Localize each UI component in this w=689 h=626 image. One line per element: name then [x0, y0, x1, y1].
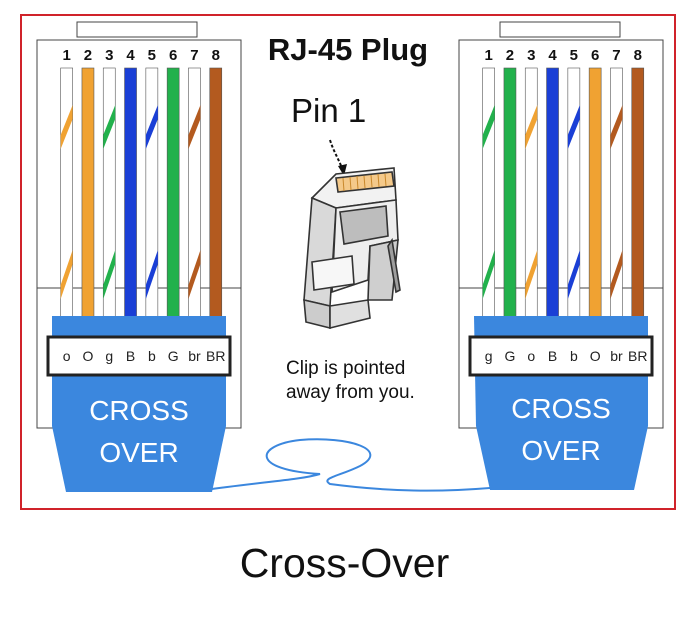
wire-pin-6 [166, 67, 180, 319]
boot-text-cross: CROSS [511, 393, 611, 424]
pin-number-5: 5 [570, 47, 578, 64]
diagram-title: RJ-45 Plug [268, 32, 428, 67]
wire-stripe-pin-3-2 [103, 250, 116, 299]
wire-stripe-pin-7-2 [610, 250, 623, 299]
wire-pin-2 [503, 67, 517, 319]
pin-number-3: 3 [105, 47, 113, 64]
wire-pin-4 [124, 67, 137, 319]
color-code-strip [468, 335, 654, 377]
pin-number-2: 2 [506, 47, 514, 64]
boot-text-cross: CROSS [89, 395, 189, 426]
pin-number-8: 8 [634, 47, 642, 64]
wire-stripe-pin-5-1 [145, 105, 158, 149]
wire-stripe-pin-3-1 [525, 105, 538, 149]
wire-group [60, 67, 223, 319]
cable-loop [204, 438, 491, 492]
color-code-pin-7: br [610, 348, 623, 364]
wire-group [482, 67, 645, 319]
wire-stripe-pin-7-1 [188, 105, 201, 149]
wire-stripe-pin-1-2 [482, 250, 495, 299]
color-code-pin-5: b [570, 348, 578, 364]
pin-number-4: 4 [548, 47, 557, 64]
boot-text-over: OVER [521, 435, 600, 466]
wire-stripe-pin-5-2 [567, 250, 580, 299]
color-code-pin-5: b [148, 348, 156, 364]
color-code-pin-3: g [105, 348, 113, 364]
wire-pin-2 [81, 67, 95, 319]
pin1-arrow [329, 139, 343, 169]
wire-stripe-pin-1-1 [482, 105, 495, 149]
color-code-pin-2: G [505, 348, 516, 364]
color-code-pin-2: O [83, 348, 94, 364]
wire-stripe-pin-3-1 [103, 105, 116, 149]
clip-note-line1: Clip is pointed [286, 358, 405, 379]
wire-pin-4 [546, 67, 559, 319]
wire-stripe-pin-7-2 [188, 250, 201, 299]
pin-number-7: 7 [612, 47, 620, 64]
latch-slot [499, 21, 621, 38]
rj45-plug-icon [303, 167, 401, 330]
pin-number-6: 6 [591, 47, 599, 64]
pin-number-7: 7 [190, 47, 198, 64]
pin-number-3: 3 [527, 47, 535, 64]
color-code-pin-8: BR [628, 348, 647, 364]
wire-stripe-pin-1-2 [60, 250, 73, 299]
wire-pin-6 [588, 67, 602, 319]
pin-number-2: 2 [84, 47, 92, 64]
pin-number-5: 5 [148, 47, 156, 64]
color-code-pin-1: o [63, 348, 71, 364]
wire-stripe-pin-1-1 [60, 105, 73, 149]
latch-slot [76, 21, 198, 38]
pin-number-6: 6 [169, 47, 177, 64]
color-code-pin-1: g [485, 348, 493, 364]
color-code-pin-6: G [168, 348, 179, 364]
clip-note-line2: away from you. [286, 382, 415, 403]
pin-number-8: 8 [212, 47, 220, 64]
pin-number-4: 4 [126, 47, 135, 64]
wire-stripe-pin-7-1 [610, 105, 623, 149]
boot-text-over: OVER [99, 437, 178, 468]
color-code-pin-4: B [548, 348, 557, 364]
wire-stripe-pin-5-2 [145, 250, 158, 299]
color-code-pin-3: o [527, 348, 535, 364]
pin1-label: Pin 1 [291, 92, 366, 129]
color-code-pin-8: BR [206, 348, 225, 364]
pin-number-1: 1 [484, 47, 492, 64]
color-code-pin-6: O [590, 348, 601, 364]
wire-pin-8 [209, 67, 223, 319]
color-code-pin-7: br [188, 348, 201, 364]
wire-pin-8 [631, 67, 645, 319]
pin-number-1: 1 [62, 47, 70, 64]
wire-stripe-pin-5-1 [567, 105, 580, 149]
wire-stripe-pin-3-2 [525, 250, 538, 299]
color-code-strip [46, 335, 232, 377]
color-code-pin-4: B [126, 348, 135, 364]
figure-caption: Cross-Over [239, 540, 450, 586]
diagram-frame [20, 14, 676, 510]
